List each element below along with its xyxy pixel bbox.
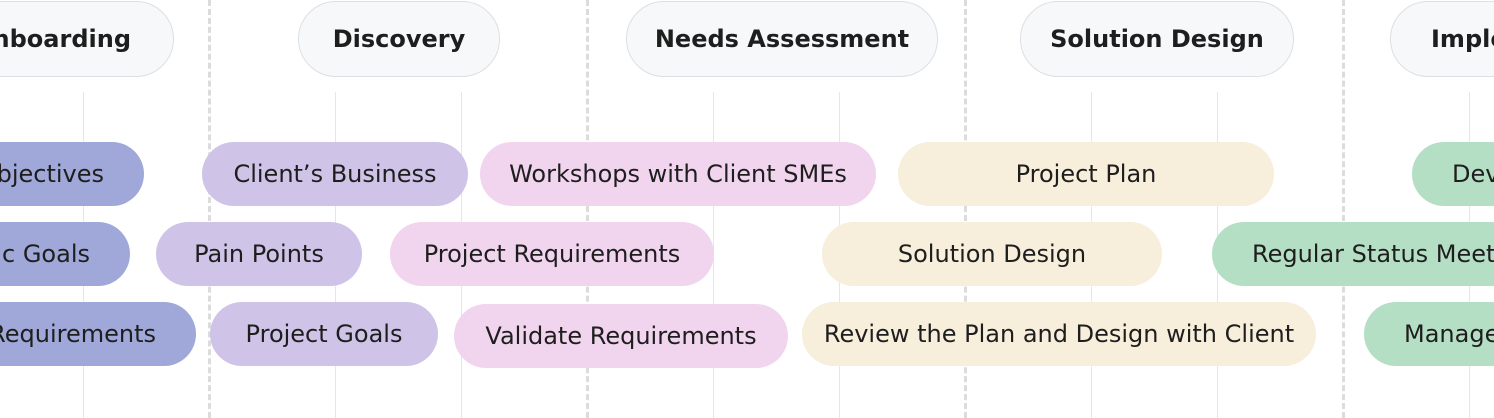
task-pill-implementation: Dev	[1412, 142, 1494, 206]
task-pill-needs-assessment: Project Requirements	[390, 222, 714, 286]
task-pill-solution-design: Review the Plan and Design with Client	[802, 302, 1316, 366]
task-pill-discovery: Client’s Business	[202, 142, 468, 206]
stage-discovery: Discovery	[298, 1, 500, 77]
stage-onboarding: Onboarding	[0, 1, 174, 77]
phase-divider	[964, 0, 967, 418]
stage-solution-design: Solution Design	[1020, 1, 1294, 77]
task-pill-needs-assessment: Validate Requirements	[454, 304, 788, 368]
task-pill-implementation: Manage	[1364, 302, 1494, 366]
task-pill-implementation: Regular Status Meetin	[1212, 222, 1494, 286]
task-pill-onboarding: Requirements	[0, 302, 196, 366]
phase-divider	[586, 0, 589, 418]
task-pill-onboarding: Objectives	[0, 142, 144, 206]
phase-divider	[1342, 0, 1345, 418]
task-pill-onboarding: gic Goals	[0, 222, 130, 286]
task-pill-discovery: Project Goals	[210, 302, 438, 366]
stage-implementation: Imple	[1390, 1, 1494, 77]
phase-divider	[208, 0, 211, 418]
task-pill-needs-assessment: Workshops with Client SMEs	[480, 142, 876, 206]
task-pill-solution-design: Solution Design	[822, 222, 1162, 286]
task-pill-solution-design: Project Plan	[898, 142, 1274, 206]
stage-needs-assessment: Needs Assessment	[626, 1, 938, 77]
task-pill-discovery: Pain Points	[156, 222, 362, 286]
